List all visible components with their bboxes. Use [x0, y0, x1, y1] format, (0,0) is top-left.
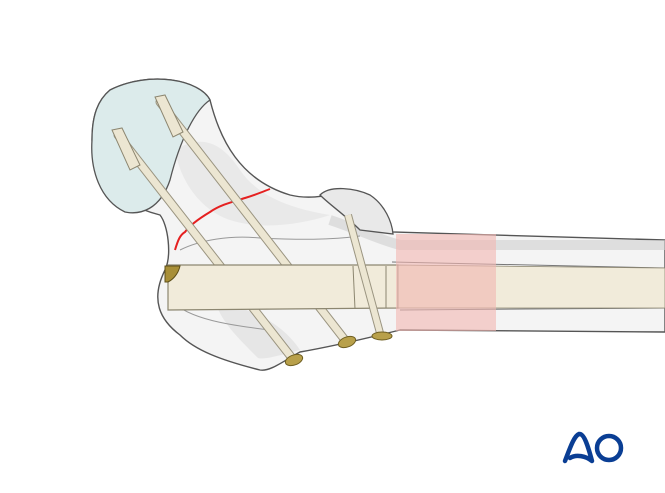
nail-end-cap: [164, 265, 181, 283]
locking-screw: [344, 213, 393, 341]
femoral-head: [91, 78, 211, 214]
fracture-line: [174, 188, 271, 251]
highlight-zone: [396, 234, 496, 331]
neck-screw-1: [111, 127, 304, 367]
ao-logo: AO: [562, 431, 624, 464]
greater-trochanter: [319, 187, 394, 235]
